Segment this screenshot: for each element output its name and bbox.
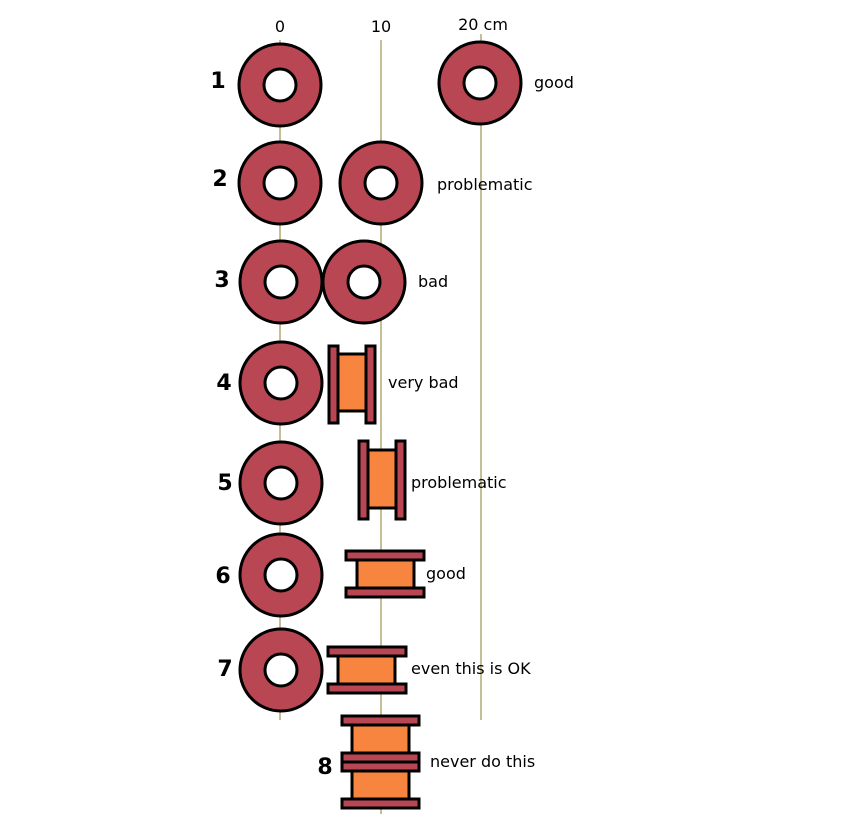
row-5: 5 problematic — [217, 439, 507, 526]
row-label-1: good — [534, 73, 574, 92]
row-label-8: never do this — [430, 752, 535, 771]
row-number-4: 4 — [216, 371, 231, 396]
spool-side-view-icon — [340, 760, 421, 810]
row-number-1: 1 — [210, 69, 225, 94]
row-7: 7 even this is OK — [217, 627, 531, 713]
row-6: 6 good — [215, 532, 466, 618]
row-number-6: 6 — [215, 564, 230, 589]
spool-side-view-icon — [326, 645, 408, 695]
row-label-2: problematic — [437, 175, 533, 194]
toroid-ring-icon — [237, 42, 323, 128]
row-label-4: very bad — [388, 373, 459, 392]
row-8: 8 never do this — [317, 714, 535, 810]
row-label-3: bad — [418, 272, 448, 291]
spool-side-view-icon — [344, 549, 426, 599]
spool-side-view-icon — [340, 714, 421, 764]
row-1: 1 good — [210, 40, 574, 128]
toroid-ring-icon — [321, 239, 407, 325]
row-label-5: problematic — [411, 473, 507, 492]
row-label-7: even this is OK — [411, 659, 531, 678]
axis-labels: 0 10 20 cm — [275, 15, 508, 36]
row-number-7: 7 — [217, 657, 232, 682]
row-number-3: 3 — [214, 268, 229, 293]
axis-label-20: 20 cm — [458, 15, 508, 34]
toroid-ring-icon — [238, 239, 324, 325]
toroid-ring-icon — [237, 140, 323, 226]
row-label-6: good — [426, 564, 466, 583]
row-3: 3 bad — [214, 239, 448, 325]
row-number-5: 5 — [217, 471, 232, 496]
axis-label-0: 0 — [275, 17, 285, 36]
row-number-2: 2 — [212, 167, 227, 192]
toroid-ring-icon — [238, 440, 324, 526]
toroid-ring-icon — [238, 340, 324, 426]
row-4: 4 very bad — [216, 340, 459, 426]
spool-side-view-icon — [327, 344, 377, 425]
toroid-ring-icon — [238, 532, 324, 618]
toroid-ring-icon — [338, 140, 424, 226]
row-2: 2 problematic — [212, 140, 533, 226]
toroid-ring-icon — [437, 40, 523, 126]
axis-label-10: 10 — [371, 17, 391, 36]
row-number-8: 8 — [317, 755, 332, 780]
toroid-ring-icon — [238, 627, 324, 713]
spool-side-view-icon — [357, 439, 407, 521]
